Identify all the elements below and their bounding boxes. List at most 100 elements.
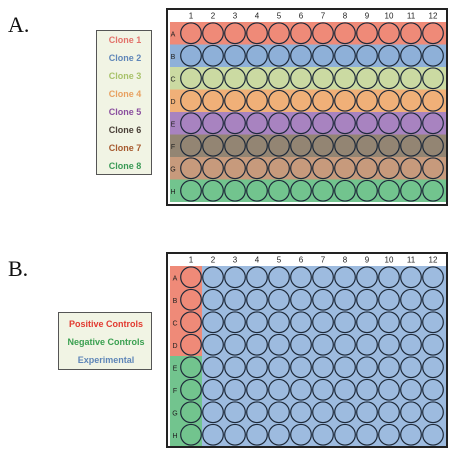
well-A3 (224, 266, 246, 289)
well-C7 (312, 311, 334, 334)
row-label-H: H (172, 433, 177, 440)
row-label-F: F (171, 144, 175, 151)
well-A10 (378, 22, 400, 45)
well-F1 (180, 134, 202, 157)
well-A1 (180, 266, 202, 289)
well-D7 (312, 333, 334, 356)
well-D3 (224, 89, 246, 112)
well-B3 (224, 44, 246, 67)
well-G5 (268, 401, 290, 424)
legend-clone-4: Clone 4 (108, 89, 142, 99)
well-C6 (290, 311, 312, 334)
legend-positive-controls: Positive Controls (68, 319, 143, 329)
well-C7 (312, 67, 334, 90)
well-D8 (334, 89, 356, 112)
legend-clone-2: Clone 2 (108, 53, 142, 63)
well-D11 (400, 333, 422, 356)
well-A7 (312, 22, 334, 45)
well-B2 (202, 288, 224, 311)
column-label-3: 3 (233, 256, 238, 265)
well-E2 (202, 112, 224, 135)
well-G4 (246, 401, 268, 424)
column-label-12: 12 (429, 256, 438, 265)
well-F3 (224, 378, 246, 401)
well-C8 (334, 67, 356, 90)
well-F4 (246, 378, 268, 401)
well-B8 (334, 288, 356, 311)
well-F12 (422, 134, 444, 157)
well-B8 (334, 44, 356, 67)
legend-clone-5: Clone 5 (108, 107, 142, 117)
well-A11 (400, 22, 422, 45)
well-C6 (290, 67, 312, 90)
clone-legend: Clone 1 Clone 2 Clone 3 Clone 4 Clone 5 … (96, 30, 152, 175)
well-G9 (356, 157, 378, 180)
well-A8 (334, 22, 356, 45)
well-D6 (290, 333, 312, 356)
well-E11 (400, 356, 422, 379)
well-B9 (356, 288, 378, 311)
well-G11 (400, 157, 422, 180)
well-E8 (334, 356, 356, 379)
well-G6 (290, 401, 312, 424)
well-C3 (224, 311, 246, 334)
well-G1 (180, 157, 202, 180)
well-F11 (400, 134, 422, 157)
well-C5 (268, 311, 290, 334)
well-C4 (246, 67, 268, 90)
well-H5 (268, 179, 290, 202)
well-B5 (268, 44, 290, 67)
well-E3 (224, 356, 246, 379)
well-D4 (246, 89, 268, 112)
well-G5 (268, 157, 290, 180)
well-H4 (246, 179, 268, 202)
well-E4 (246, 356, 268, 379)
well-E3 (224, 112, 246, 135)
well-A12 (422, 22, 444, 45)
legend-experimental: Experimental (77, 355, 135, 365)
well-H9 (356, 179, 378, 202)
well-F6 (290, 134, 312, 157)
well-E7 (312, 112, 334, 135)
well-F9 (356, 378, 378, 401)
well-D2 (202, 89, 224, 112)
well-F7 (312, 378, 334, 401)
column-label-7: 7 (321, 12, 326, 21)
well-B4 (246, 44, 268, 67)
well-E6 (290, 112, 312, 135)
column-label-9: 9 (365, 12, 370, 21)
well-A4 (246, 266, 268, 289)
well-G4 (246, 157, 268, 180)
well-H10 (378, 179, 400, 202)
well-E8 (334, 112, 356, 135)
row-label-C: C (170, 76, 175, 83)
well-H6 (290, 423, 312, 446)
column-label-2: 2 (211, 256, 216, 265)
legend-clone-1: Clone 1 (108, 35, 142, 45)
well-G12 (422, 401, 444, 424)
well-F5 (268, 134, 290, 157)
column-label-8: 8 (343, 256, 348, 265)
well-H1 (180, 179, 202, 202)
well-C1 (180, 67, 202, 90)
well-E2 (202, 356, 224, 379)
well-C8 (334, 311, 356, 334)
well-C9 (356, 67, 378, 90)
well-D5 (268, 333, 290, 356)
well-E11 (400, 112, 422, 135)
well-H5 (268, 423, 290, 446)
well-G7 (312, 157, 334, 180)
well-G10 (378, 157, 400, 180)
well-B11 (400, 288, 422, 311)
well-C12 (422, 311, 444, 334)
well-G8 (334, 401, 356, 424)
well-D7 (312, 89, 334, 112)
well-E10 (378, 112, 400, 135)
well-D6 (290, 89, 312, 112)
well-H1 (180, 423, 202, 446)
well-C2 (202, 67, 224, 90)
well-F11 (400, 378, 422, 401)
well-B12 (422, 44, 444, 67)
well-D4 (246, 333, 268, 356)
well-F4 (246, 134, 268, 157)
